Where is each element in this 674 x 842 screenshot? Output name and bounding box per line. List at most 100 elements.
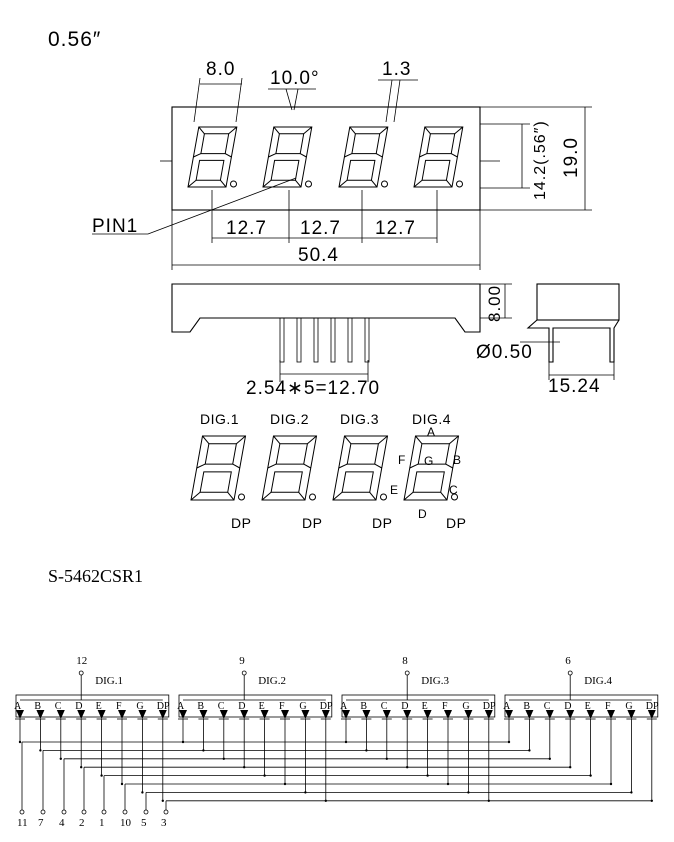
seg-label-d3-dp: DP: [483, 701, 496, 712]
segment-digit-2-outline: [261, 435, 318, 501]
side-pin-2: [296, 317, 302, 363]
seg-label-c: C: [449, 483, 458, 497]
diode-d2-e: [260, 710, 269, 719]
seg-label-b: B: [453, 453, 462, 467]
bottom-pin-6: [122, 809, 128, 815]
segment-digit-3-upper-hole: [346, 443, 379, 465]
segment-digit-1-lower-hole: [199, 471, 232, 493]
front-digit-4-lower-hole: [421, 159, 451, 181]
bottom-pin-label-2: 7: [38, 817, 44, 829]
bottom-pin-7: [143, 809, 149, 815]
dim-char-height: 14.2(.56″): [532, 120, 549, 200]
diode-d1-f: [118, 710, 126, 719]
common-pin-1: [78, 670, 84, 676]
seg-label-d3-f: F: [442, 701, 448, 712]
seg-label-d4-c: C: [544, 701, 551, 712]
seg-label-d3-e: E: [422, 701, 428, 712]
diode-d2-a: [179, 710, 187, 719]
digit-name-1: DIG.1: [95, 675, 123, 687]
front-digit-2-outline: [262, 126, 313, 188]
dim-seg-width: 8.0: [206, 59, 235, 80]
seg-label-d1-d: D: [75, 701, 82, 712]
side-pin-4: [330, 317, 336, 363]
dp-label-1: DP: [231, 515, 251, 531]
diode-d4-g: [627, 710, 636, 719]
bottom-pin-label-7: 5: [141, 817, 147, 829]
dp-label-2: DP: [302, 515, 322, 531]
common-pin-label-1: 12: [76, 655, 87, 667]
bottom-pin-3: [61, 809, 67, 815]
segment-digit-3: [332, 435, 389, 501]
diode-d3-a: [342, 710, 350, 719]
front-digit-3: [338, 126, 389, 188]
end-view: 15.24 Ø0.50: [476, 283, 620, 397]
front-digit-3-outline: [338, 126, 389, 188]
seg-label-d4-b: B: [523, 701, 530, 712]
side-pin-5: [347, 317, 353, 363]
seg-label-d4-e: E: [585, 701, 591, 712]
diode-d3-g: [464, 710, 473, 719]
seg-label-d2-dp: DP: [320, 701, 333, 712]
seg-label-d1-e: E: [96, 701, 102, 712]
bottom-pin-1: [19, 809, 25, 815]
front-digit-2-dp: [305, 180, 312, 188]
diode-d1-g: [138, 710, 147, 719]
digit-label-2: DIG.2: [270, 411, 309, 427]
diode-d2-d: [240, 710, 249, 719]
bottom-pin-2: [40, 809, 46, 815]
segment-digit-2: [261, 435, 318, 501]
diode-d1-dp: [158, 710, 167, 719]
seg-label-d2-c: C: [218, 701, 225, 712]
seg-label-d: D: [418, 507, 427, 521]
dim-depth: 8.00: [485, 285, 504, 322]
segment-digit-3-dp: [380, 493, 387, 501]
seg-label-f: F: [398, 453, 406, 467]
seg-label-d3-d: D: [401, 701, 408, 712]
bottom-pin-4: [81, 809, 87, 815]
diode-d1-d: [77, 710, 86, 719]
common-pin-3: [404, 670, 410, 676]
front-digit-2-lower-hole: [270, 159, 300, 181]
seg-label-d4-d: D: [564, 701, 571, 712]
digit-name-3: DIG.3: [421, 675, 449, 687]
seg-label-d1-f: F: [116, 701, 122, 712]
dp-label-3: DP: [372, 515, 392, 531]
front-body-outline: [171, 106, 481, 211]
diode-d2-f: [281, 710, 289, 719]
digit-label-4: DIG.4: [412, 411, 451, 427]
front-digit-1-outline: [187, 126, 238, 188]
seg-label-e: E: [390, 483, 399, 497]
side-pin-3: [313, 317, 319, 363]
bottom-pin-label-6: 10: [120, 817, 132, 829]
seg-label-d3-g: G: [462, 701, 469, 712]
front-digit-2-upper-hole: [275, 133, 305, 155]
diode-d4-a: [505, 710, 513, 719]
bottom-pin-5: [101, 809, 107, 815]
segment-digit-1-dp: [238, 493, 245, 501]
seg-label-d1-g: G: [136, 701, 143, 712]
diode-d1-e: [97, 710, 106, 719]
seg-label-d3-a: A: [340, 701, 348, 712]
dp-label-4: DP: [446, 515, 466, 531]
front-digit-3-lower-hole: [346, 159, 376, 181]
dim-body-width: 50.4: [298, 245, 339, 266]
seg-label-d1-c: C: [55, 701, 62, 712]
front-digit-3-dp: [381, 180, 388, 188]
diode-d3-f: [444, 710, 452, 719]
seg-label-d2-a: A: [177, 701, 185, 712]
seg-label-d1-b: B: [34, 701, 41, 712]
segment-digit-3-outline: [332, 435, 389, 501]
common-pin-label-3: 8: [402, 655, 408, 667]
bottom-pin-label-5: 1: [99, 817, 105, 829]
diode-d4-f: [607, 710, 615, 719]
dim-row-spacing: 15.24: [548, 376, 601, 397]
seg-label-d4-a: A: [503, 701, 511, 712]
segment-digit-4: [403, 435, 460, 501]
segment-digit-4-dp: [451, 493, 458, 501]
dim-pin-pitch: 2.54∗5=12.70: [246, 378, 380, 399]
seg-label-d1-dp: DP: [157, 701, 170, 712]
segment-digit-4-lower-hole: [412, 471, 445, 493]
